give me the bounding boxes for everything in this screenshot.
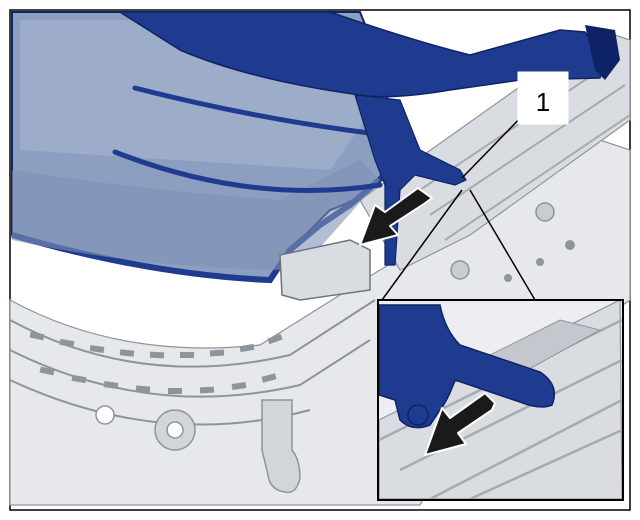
detail-arrow-icon xyxy=(424,392,496,456)
deflector-spring-lower xyxy=(112,149,383,193)
deflector-lever xyxy=(354,94,467,266)
direction-arrow-icon xyxy=(359,187,433,246)
callout-1: 1 xyxy=(517,71,569,125)
bolt-fitting xyxy=(261,399,301,494)
inset-deflector-lever xyxy=(379,304,555,429)
mounting-holes xyxy=(95,202,575,451)
inset-pivot-pin xyxy=(407,404,429,426)
release-clip xyxy=(279,239,371,301)
main-view xyxy=(9,11,631,506)
deflector-end-cap xyxy=(585,25,620,80)
callout-label: 1 xyxy=(536,87,550,117)
glass-lower-frame xyxy=(12,160,380,270)
detail-inset xyxy=(377,299,624,501)
callout-leader-line xyxy=(461,109,529,179)
rail-slots xyxy=(29,331,283,394)
wind-deflector-arm xyxy=(117,11,606,98)
deflector-spring-upper xyxy=(132,85,388,138)
detail-zoom-lines xyxy=(381,189,536,301)
